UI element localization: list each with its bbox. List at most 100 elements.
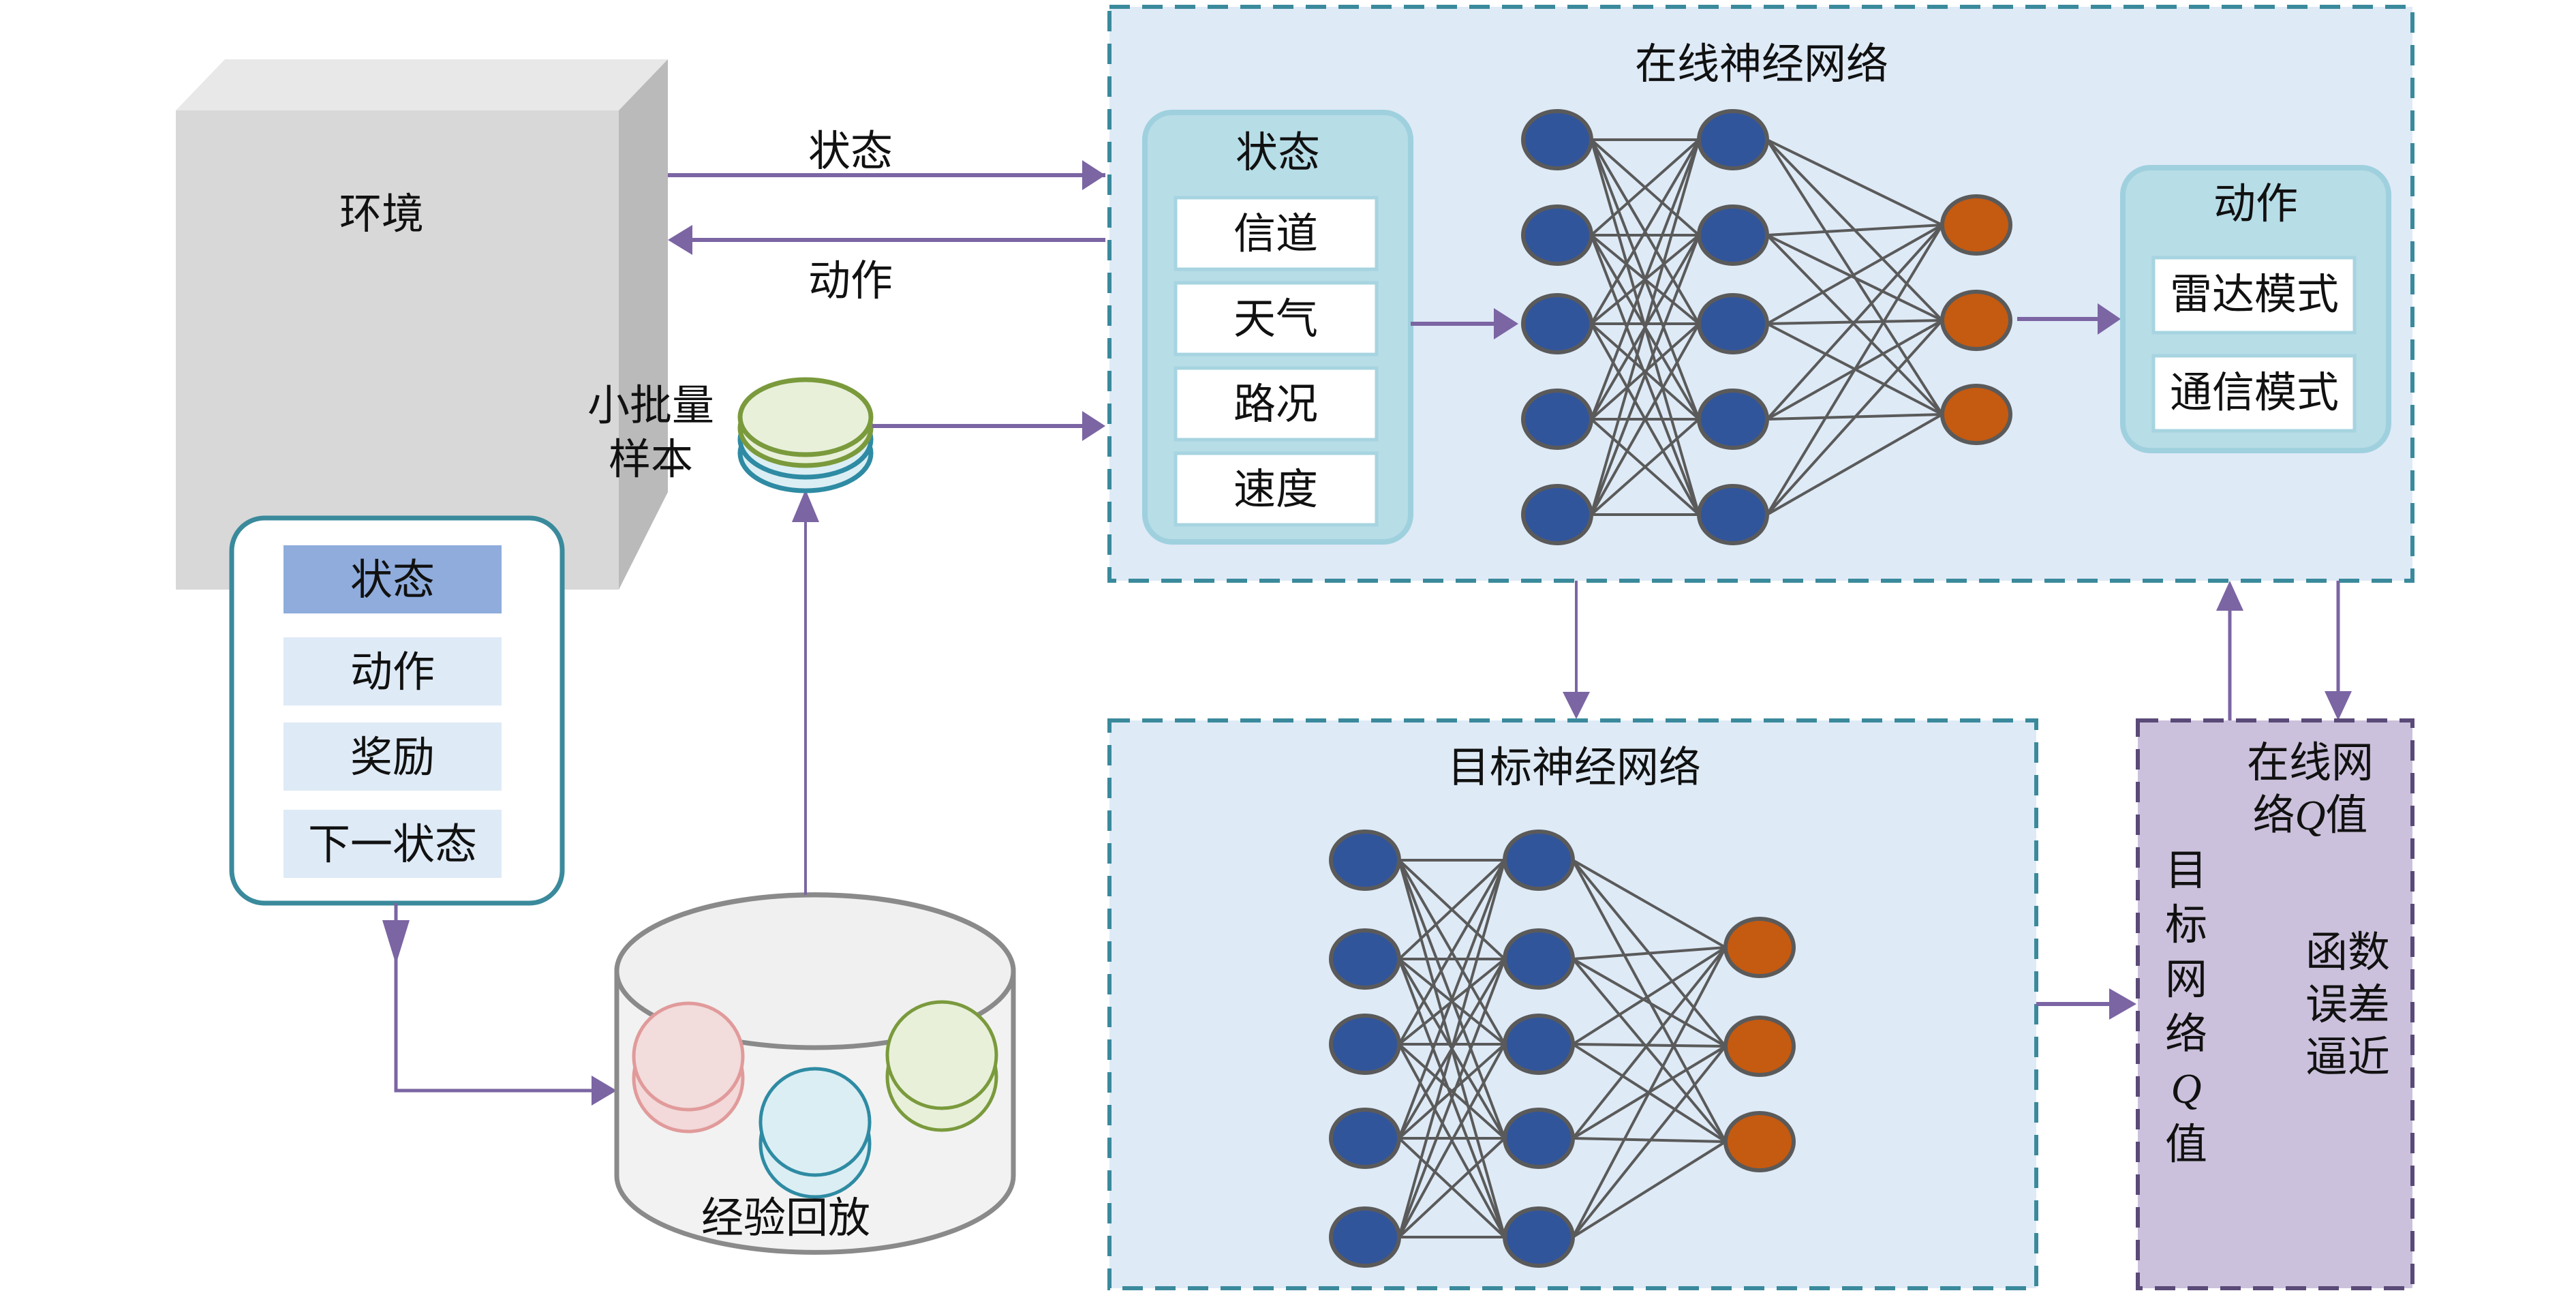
online-output-node-1 bbox=[1940, 290, 2012, 351]
state-item-weather bbox=[1174, 281, 1379, 356]
online-edge-l1-3-0 bbox=[1766, 224, 1944, 421]
target-edge-l1-0-0 bbox=[1572, 859, 1726, 949]
online-edge-l0-4-0 bbox=[1590, 139, 1700, 515]
target-q-char-last: 值 bbox=[2165, 1119, 2207, 1169]
online-edge-l0-4-3 bbox=[1590, 418, 1700, 516]
online-q-line2: 络Q值 bbox=[2253, 790, 2368, 840]
target-edge-l0-2-0 bbox=[1398, 860, 1506, 1045]
transition-item-state bbox=[283, 545, 502, 613]
target-node-l1-0 bbox=[1503, 830, 1575, 891]
online-q-line1: 在线网 bbox=[2247, 737, 2374, 787]
online-node-l1-0 bbox=[1697, 109, 1769, 170]
transition-item-reward bbox=[283, 722, 502, 791]
target-node-l1-3 bbox=[1503, 1108, 1575, 1169]
online-edge-l1-4-2 bbox=[1766, 413, 1943, 516]
state-arrow-label: 状态 bbox=[808, 126, 893, 176]
online-edge-l1-1-1 bbox=[1766, 234, 1943, 322]
minibatch-disk-stack bbox=[737, 377, 874, 493]
online-node-l0-4 bbox=[1521, 484, 1593, 545]
target-edge-l1-4-0 bbox=[1571, 947, 1727, 1238]
replay-buffer-cylinder bbox=[614, 892, 1016, 1255]
minibatch-label-line1: 小批量 bbox=[587, 380, 714, 430]
online-output-node-0 bbox=[1940, 194, 2012, 256]
replay-sample-green bbox=[885, 1000, 998, 1132]
target-edge-l1-1-0 bbox=[1572, 946, 1726, 960]
state-item-road bbox=[1174, 366, 1379, 442]
minibatch-to-online-arrow bbox=[872, 411, 1105, 441]
online-action-title: 动作 bbox=[2213, 179, 2298, 228]
replay-label: 经验回放 bbox=[701, 1193, 870, 1243]
action-item-comm-mode-label: 通信模式 bbox=[2170, 367, 2339, 417]
environment-box: 环境 bbox=[176, 59, 668, 590]
transition-item-action bbox=[283, 637, 502, 705]
target-edge-l0-1-0 bbox=[1398, 859, 1506, 960]
loss-line-2: 逼近 bbox=[2305, 1032, 2390, 1082]
state-item-speed bbox=[1174, 451, 1379, 527]
state-item-speed-label: 速度 bbox=[1233, 464, 1318, 514]
online-q-symbol: Q bbox=[2295, 793, 2326, 839]
action-item-radar-mode-label: 雷达模式 bbox=[2170, 269, 2339, 319]
target-edge-l0-3-2 bbox=[1398, 1043, 1506, 1140]
online-to-loss-arrow bbox=[2325, 581, 2352, 720]
target-network-title: 目标神经网络 bbox=[1447, 742, 1701, 792]
online-action-panel: 动作 雷达模式 通信模式 bbox=[2120, 165, 2391, 453]
environment-top-face bbox=[176, 59, 668, 110]
online-q-line2-pre: 络 bbox=[2253, 790, 2295, 840]
online-node-l1-2 bbox=[1697, 293, 1769, 354]
action-item-comm-mode bbox=[2151, 354, 2357, 433]
target-q-char-0: 目 bbox=[2165, 845, 2207, 895]
state-to-nn-arrow bbox=[1411, 308, 1518, 339]
target-edge-l1-2-1 bbox=[1572, 1043, 1726, 1048]
transition-label-reward: 奖励 bbox=[350, 732, 435, 782]
target-q-symbol: Q bbox=[2171, 1066, 2202, 1112]
online-node-l0-3 bbox=[1521, 389, 1593, 450]
target-node-l0-3 bbox=[1329, 1108, 1401, 1169]
online-edge-l1-4-0 bbox=[1766, 224, 1944, 516]
action-item-radar-mode bbox=[2151, 256, 2357, 335]
action-arrow bbox=[668, 225, 1105, 255]
state-item-channel bbox=[1174, 196, 1379, 271]
online-edge-l1-2-0 bbox=[1766, 224, 1943, 325]
target-edge-l0-3-0 bbox=[1398, 860, 1506, 1139]
online-neural-network bbox=[1521, 109, 2012, 545]
online-state-panel: 状态 信道 天气 路况 速度 bbox=[1142, 110, 1413, 545]
target-edge-l1-1-2 bbox=[1571, 958, 1727, 1143]
target-output-node-1 bbox=[1723, 1016, 1796, 1077]
online-output-node-2 bbox=[1940, 384, 2012, 445]
online-edge-l0-4-2 bbox=[1590, 323, 1700, 515]
online-node-l1-1 bbox=[1697, 204, 1769, 266]
online-node-l1-3 bbox=[1697, 389, 1769, 450]
online-edge-l1-1-2 bbox=[1766, 234, 1944, 416]
state-arrow bbox=[668, 160, 1105, 190]
transition-label-next-state: 下一状态 bbox=[308, 819, 477, 869]
target-neural-network bbox=[1329, 830, 1796, 1268]
target-to-loss-arrow bbox=[2036, 988, 2136, 1020]
nn-to-action-arrow bbox=[2017, 303, 2121, 335]
target-node-l0-0 bbox=[1329, 830, 1401, 891]
online-edge-l1-4-1 bbox=[1766, 319, 1944, 516]
online-network-title: 在线神经网络 bbox=[1635, 39, 1888, 89]
state-item-weather-label: 天气 bbox=[1233, 294, 1318, 344]
transition-label-state: 状态 bbox=[350, 555, 435, 605]
target-edge-l1-1-1 bbox=[1572, 958, 1726, 1048]
replay-sample-blue bbox=[758, 1067, 872, 1199]
target-edge-l1-4-2 bbox=[1571, 1140, 1727, 1238]
target-edge-l0-4-3 bbox=[1398, 1137, 1506, 1238]
replay-sample-red bbox=[632, 1001, 745, 1134]
target-edge-l1-4-1 bbox=[1571, 1045, 1727, 1238]
loss-line-0: 函数 bbox=[2305, 927, 2390, 977]
target-q-char-1: 标 bbox=[2165, 900, 2207, 949]
target-node-l1-1 bbox=[1503, 928, 1575, 990]
online-network-panel: 在线神经网络 状态 信道 天气 路况 速度 动作 bbox=[1107, 5, 2414, 583]
online-state-title: 状态 bbox=[1236, 127, 1320, 177]
target-q-char-3: 络 bbox=[2165, 1009, 2207, 1059]
transition-box: 状态 动作 奖励 下一状态 bbox=[229, 515, 565, 906]
transition-item-next-state bbox=[283, 810, 502, 878]
state-item-channel-label: 信道 bbox=[1233, 209, 1318, 258]
online-node-l1-4 bbox=[1697, 484, 1769, 545]
target-edge-l1-3-0 bbox=[1571, 946, 1727, 1140]
environment-label: 环境 bbox=[339, 189, 424, 239]
target-node-l0-2 bbox=[1329, 1014, 1401, 1075]
target-node-l0-4 bbox=[1329, 1206, 1401, 1268]
